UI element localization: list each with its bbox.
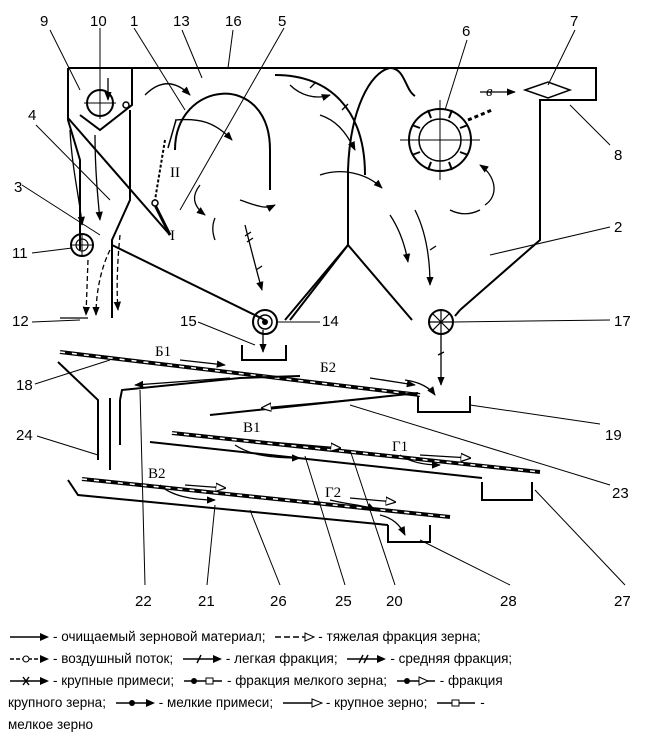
- callout-23: 23: [612, 485, 629, 502]
- callout-24: 24: [16, 427, 33, 444]
- auger-14: [253, 310, 277, 334]
- callout-8: 8: [614, 147, 622, 164]
- callout-1: 1: [130, 13, 138, 30]
- fan-6: [400, 100, 480, 180]
- callout-17: 17: [614, 313, 631, 330]
- callout-7: 7: [570, 13, 578, 30]
- legend-large-grain-fraction: крупного зерна;: [8, 695, 106, 710]
- callout-2: 2: [614, 219, 622, 236]
- callout-19: 19: [605, 427, 622, 444]
- callout-16: 16: [225, 13, 242, 30]
- separator-housing: [68, 68, 596, 320]
- legend-medium-fraction: - средняя фракция;: [390, 651, 512, 666]
- medium-fraction-arrow-icon: [345, 653, 387, 665]
- small-grain-fraction-icon: [182, 675, 224, 687]
- callout-14: 14: [322, 313, 339, 330]
- callout-27: 27: [614, 593, 631, 610]
- screen-label-v1: В1: [243, 420, 261, 436]
- air-mark: в: [486, 84, 493, 100]
- callout-5: 5: [278, 13, 286, 30]
- auger-11: [71, 234, 93, 256]
- tray-23: [210, 393, 418, 415]
- screen-label-v2: В2: [148, 466, 166, 482]
- callout-28: 28: [500, 593, 517, 610]
- callout-3: 3: [14, 179, 22, 196]
- solid-arrow-icon: [8, 632, 50, 642]
- hopper-19: [418, 396, 470, 412]
- dashed-arrow-icon: [273, 632, 315, 642]
- sieve-20: [172, 433, 540, 472]
- callout-6: 6: [462, 23, 470, 40]
- grain-separator-diagram: в I II Б1 Б2 В1 Г1 В2 Г2 9 10 1 13 16 5 …: [0, 0, 646, 625]
- callout-22: 22: [135, 593, 152, 610]
- legend-small-impurities: - мелкие примеси;: [159, 695, 273, 710]
- hopper-15: [242, 345, 286, 360]
- zone-I: I: [170, 228, 175, 244]
- callout-4: 4: [28, 107, 36, 124]
- screen-label-b1: Б1: [155, 344, 171, 360]
- flap-pivot: [152, 200, 158, 206]
- legend-large-grain: - крупное зерно;: [326, 695, 428, 710]
- hopper-28: [388, 525, 430, 542]
- zone-II: II: [170, 165, 180, 181]
- callout-13: 13: [173, 13, 190, 30]
- air-flow-arrow-icon: [8, 653, 50, 665]
- small-impurity-arrow-icon: [114, 697, 156, 709]
- legend-air-flow: - воздушный поток;: [53, 651, 173, 666]
- settling-chamber-wall: [275, 75, 365, 175]
- legend-light-fraction: - легкая фракция;: [226, 651, 338, 666]
- large-grain-arrow-icon: [281, 697, 323, 709]
- screen-label-b2: Б2: [320, 360, 336, 376]
- callout-12: 12: [12, 313, 29, 330]
- legend-small-grain: мелкое зерно: [8, 717, 93, 732]
- frame-24: [58, 362, 120, 470]
- light-fraction-arrow-icon: [181, 653, 223, 665]
- legend-row-4: крупного зерна; - мелкие примеси; - круп…: [8, 692, 642, 714]
- legend-cleaned-material: - очищаемый зерновой материал;: [53, 629, 266, 644]
- callout-18: 18: [16, 377, 33, 394]
- callout-21: 21: [198, 593, 215, 610]
- air-throttle-7: [525, 82, 570, 98]
- sieve-21: [82, 479, 450, 517]
- auger-17: [429, 310, 453, 334]
- sieve-18: [60, 352, 420, 395]
- screen-label-g2: Г2: [325, 485, 341, 501]
- callout-26: 26: [270, 593, 287, 610]
- hopper-27: [482, 482, 532, 500]
- legend-row-1: - очищаемый зерновой материал; - тяжелая…: [8, 626, 642, 648]
- legend-row-5: мелкое зерно: [8, 714, 642, 736]
- legend: - очищаемый зерновой материал; - тяжелая…: [8, 626, 642, 736]
- coarse-impurity-arrow-icon: [8, 675, 50, 687]
- legend-coarse-impurities: - крупные примеси;: [53, 673, 174, 688]
- callout-20: 20: [386, 593, 403, 610]
- legend-row-3: - крупные примеси; - фракция мелкого зер…: [8, 670, 642, 692]
- legend-heavy-fraction: - тяжелая фракция зерна;: [318, 629, 480, 644]
- air-channel-13: [175, 94, 270, 190]
- large-grain-fraction-icon: [395, 675, 437, 687]
- legend-row-2: - воздушный поток; - легкая фракция; - с…: [8, 648, 642, 670]
- legend-small-grain-fraction: - фракция мелкого зерна;: [227, 673, 387, 688]
- callout-11: 11: [12, 245, 28, 262]
- inclined-plate-4: [68, 118, 170, 235]
- screen-label-g1: Г1: [392, 439, 408, 455]
- small-grain-arrow-icon: [435, 697, 477, 709]
- callout-9: 9: [40, 13, 48, 30]
- callout-15: 15: [180, 313, 197, 330]
- legend-fraction: - фракция: [440, 673, 503, 688]
- callout-25: 25: [335, 593, 352, 610]
- callout-10: 10: [90, 13, 107, 30]
